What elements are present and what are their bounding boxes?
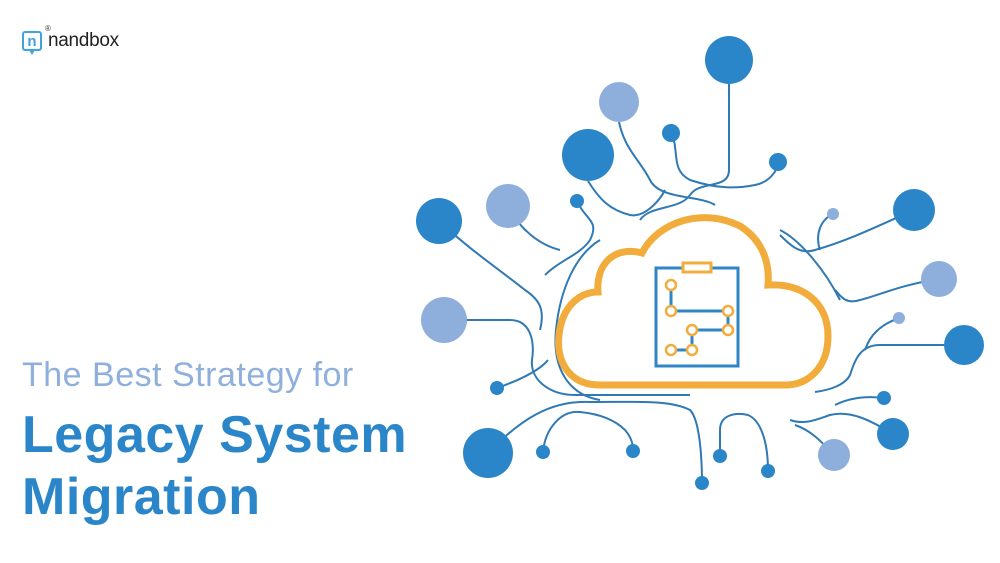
node-dot (562, 129, 614, 181)
node-dot (695, 476, 709, 490)
node-dot (486, 184, 530, 228)
node-dot (713, 449, 727, 463)
logo-mark-icon: n (22, 31, 42, 55)
node-dot (893, 189, 935, 231)
node-dot (818, 439, 850, 471)
title-line-1: Legacy System (22, 406, 408, 464)
node-dot (877, 418, 909, 450)
connector-lines (438, 84, 964, 484)
node-dot (761, 464, 775, 478)
node-dot (705, 36, 753, 84)
node-dot (463, 428, 513, 478)
node-dot (877, 391, 891, 405)
logo-letter: n (27, 32, 37, 50)
logo-text: nandbox (48, 30, 119, 51)
light-nodes (421, 82, 957, 471)
node-dot (599, 82, 639, 122)
subtitle: The Best Strategy for (22, 356, 354, 394)
node-dot (944, 325, 984, 365)
node-dot (827, 208, 839, 220)
node-dot (570, 194, 584, 208)
dark-nodes (416, 36, 984, 490)
title-line-2: Migration (22, 468, 261, 526)
node-dot (421, 297, 467, 343)
nandbox-logo: n ® nandbox (22, 24, 119, 55)
node-dot (490, 381, 504, 395)
node-dot (416, 198, 462, 244)
page-title: Legacy System Migration (22, 404, 407, 528)
node-dot (626, 444, 640, 458)
clipboard-diagram-icon (654, 261, 740, 368)
node-dot (662, 124, 680, 142)
node-dot (893, 312, 905, 324)
node-dot (536, 445, 550, 459)
node-dot (921, 261, 957, 297)
registered-mark: ® (45, 24, 51, 33)
node-dot (769, 153, 787, 171)
